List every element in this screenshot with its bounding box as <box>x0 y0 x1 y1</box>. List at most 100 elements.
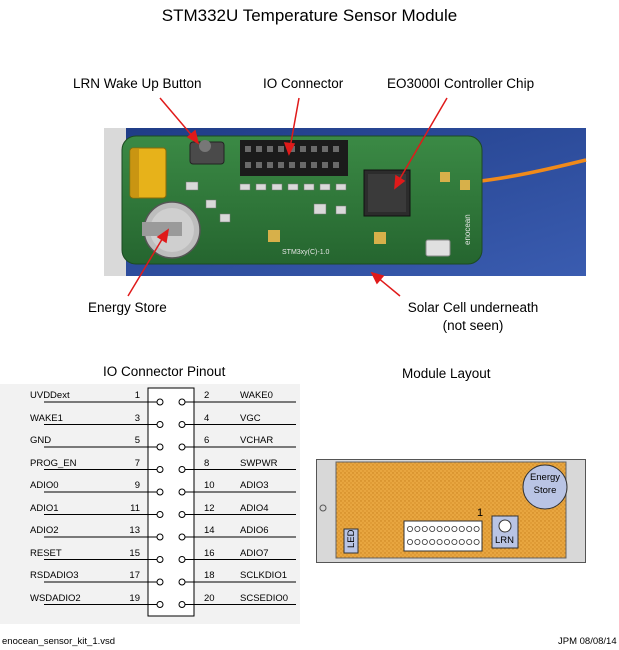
energy-store-circle <box>522 464 568 510</box>
board-silkscreen: STM3xy(C)-1.0 <box>282 249 330 256</box>
layout-pin <box>406 526 413 533</box>
pin-number-right: 14 <box>204 525 215 536</box>
pin-hole-even <box>178 443 186 451</box>
pin-hole-odd <box>156 578 164 586</box>
pin-name-right: ADIO4 <box>240 502 269 514</box>
layout-led-label: LED <box>346 529 357 548</box>
pin-name-right: ADIO3 <box>240 480 269 491</box>
pin-name-left: RSDADIO3 <box>30 570 79 581</box>
pin-hole-even <box>178 488 186 496</box>
layout-store-label: Store <box>533 485 557 496</box>
layout-pin <box>473 539 480 546</box>
layout-pin <box>421 526 428 533</box>
pin-name-left: ADIO2 <box>30 525 59 536</box>
pin-number-right: 16 <box>204 547 215 559</box>
lrn-button-icon <box>498 519 512 533</box>
pin-name-left: GND <box>30 435 52 446</box>
arrow-solar <box>376 276 401 297</box>
layout-pin <box>429 539 436 546</box>
pin-hole-odd <box>156 443 164 451</box>
pin-number-left: 15 <box>129 547 140 559</box>
pin-name-right: VGC <box>240 412 261 424</box>
pin-name-right: SWPWR <box>240 457 278 469</box>
pin-hole-even <box>178 398 186 406</box>
antenna-wire <box>471 158 587 184</box>
layout-pin <box>436 526 443 533</box>
pinout-heading: IO Connector Pinout <box>103 364 226 379</box>
pin-hole-odd <box>156 421 164 428</box>
led-box <box>343 528 359 554</box>
arrow-io <box>289 97 300 149</box>
pin-number-left: 9 <box>134 480 140 491</box>
page-title: STM332U Temperature Sensor Module <box>161 6 458 25</box>
pin-number-right: 8 <box>204 457 210 469</box>
pin-name-right: VCHAR <box>240 435 274 446</box>
layout-pin <box>458 539 465 546</box>
pin-hole-odd <box>156 511 164 518</box>
layout-pin <box>443 539 450 546</box>
pin-number-right: 20 <box>204 592 215 604</box>
pin-name-left: ADIO1 <box>30 502 59 514</box>
pin-number-left: 11 <box>130 502 140 514</box>
io-connector-label: IO Connector <box>263 76 344 91</box>
pin-number-right: 12 <box>204 502 215 514</box>
pin-hole-odd <box>156 556 164 563</box>
pin-number-left: 3 <box>134 412 140 424</box>
lrn-button-label: LRN Wake Up Button <box>73 76 202 91</box>
layout-pin <box>466 526 473 533</box>
solar-cell-label: Solar Cell underneath <box>407 300 539 315</box>
pin-number-left: 19 <box>129 592 140 604</box>
controller-chip-label: EO3000I Controller Chip <box>387 76 535 91</box>
layout-pin <box>458 526 465 533</box>
board-brand: enocean <box>463 214 472 245</box>
pin-hole-even <box>178 578 186 586</box>
layout-pin <box>421 539 428 546</box>
pin-number-right: 10 <box>204 480 215 491</box>
pin-hole-even <box>178 421 186 428</box>
pin-hole-odd <box>156 488 164 496</box>
pin-number-right: 18 <box>204 570 215 581</box>
pin-name-right: ADIO7 <box>240 547 269 559</box>
layout-pin <box>414 539 421 546</box>
layout-pin <box>451 539 458 546</box>
layout-pin <box>414 526 421 533</box>
pin-hole-even <box>178 511 186 518</box>
layout-pin <box>406 539 413 546</box>
pin-name-left: PROG_EN <box>30 457 77 469</box>
pin-hole-odd <box>156 601 164 608</box>
pin-number-right: 4 <box>204 412 210 424</box>
layout-io-header <box>403 520 483 552</box>
layout-heading: Module Layout <box>402 366 491 381</box>
solar-cell-note: (not seen) <box>442 318 504 333</box>
pin-name-left: WAKE1 <box>30 412 63 424</box>
pin-hole-odd <box>156 398 164 406</box>
pin-number-right: 6 <box>204 435 210 446</box>
pin-name-right: ADIO6 <box>240 525 269 536</box>
layout-pin <box>429 526 436 533</box>
pin-name-left: WSDADIO2 <box>30 592 81 604</box>
pin-name-left: UVDDext <box>30 390 70 401</box>
pin-one-marker: 1 <box>477 507 484 519</box>
arrow-chip <box>397 97 448 183</box>
footer-author-date: JPM 08/08/14 <box>558 636 617 647</box>
pcb-board <box>121 135 483 265</box>
pin-number-left: 1 <box>134 390 140 401</box>
pin-name-left: ADIO0 <box>30 480 59 491</box>
footer-filename: enocean_sensor_kit_1.vsd <box>2 636 116 647</box>
layout-pin <box>473 526 480 533</box>
layout-lrn-label: LRN <box>495 535 515 546</box>
pin-hole-even <box>178 533 186 541</box>
pin-number-left: 7 <box>134 457 140 469</box>
arrow-energy <box>127 235 165 297</box>
pin-number-left: 13 <box>129 525 140 536</box>
pin-name-right: SCLKDIO1 <box>240 570 287 581</box>
pin-hole-odd <box>156 466 164 473</box>
pin-number-left: 17 <box>129 570 140 581</box>
layout-pin <box>466 539 473 546</box>
pin-name-right: SCSEDIO0 <box>240 592 289 604</box>
pin-hole-even <box>178 466 186 473</box>
layout-pin <box>451 526 458 533</box>
